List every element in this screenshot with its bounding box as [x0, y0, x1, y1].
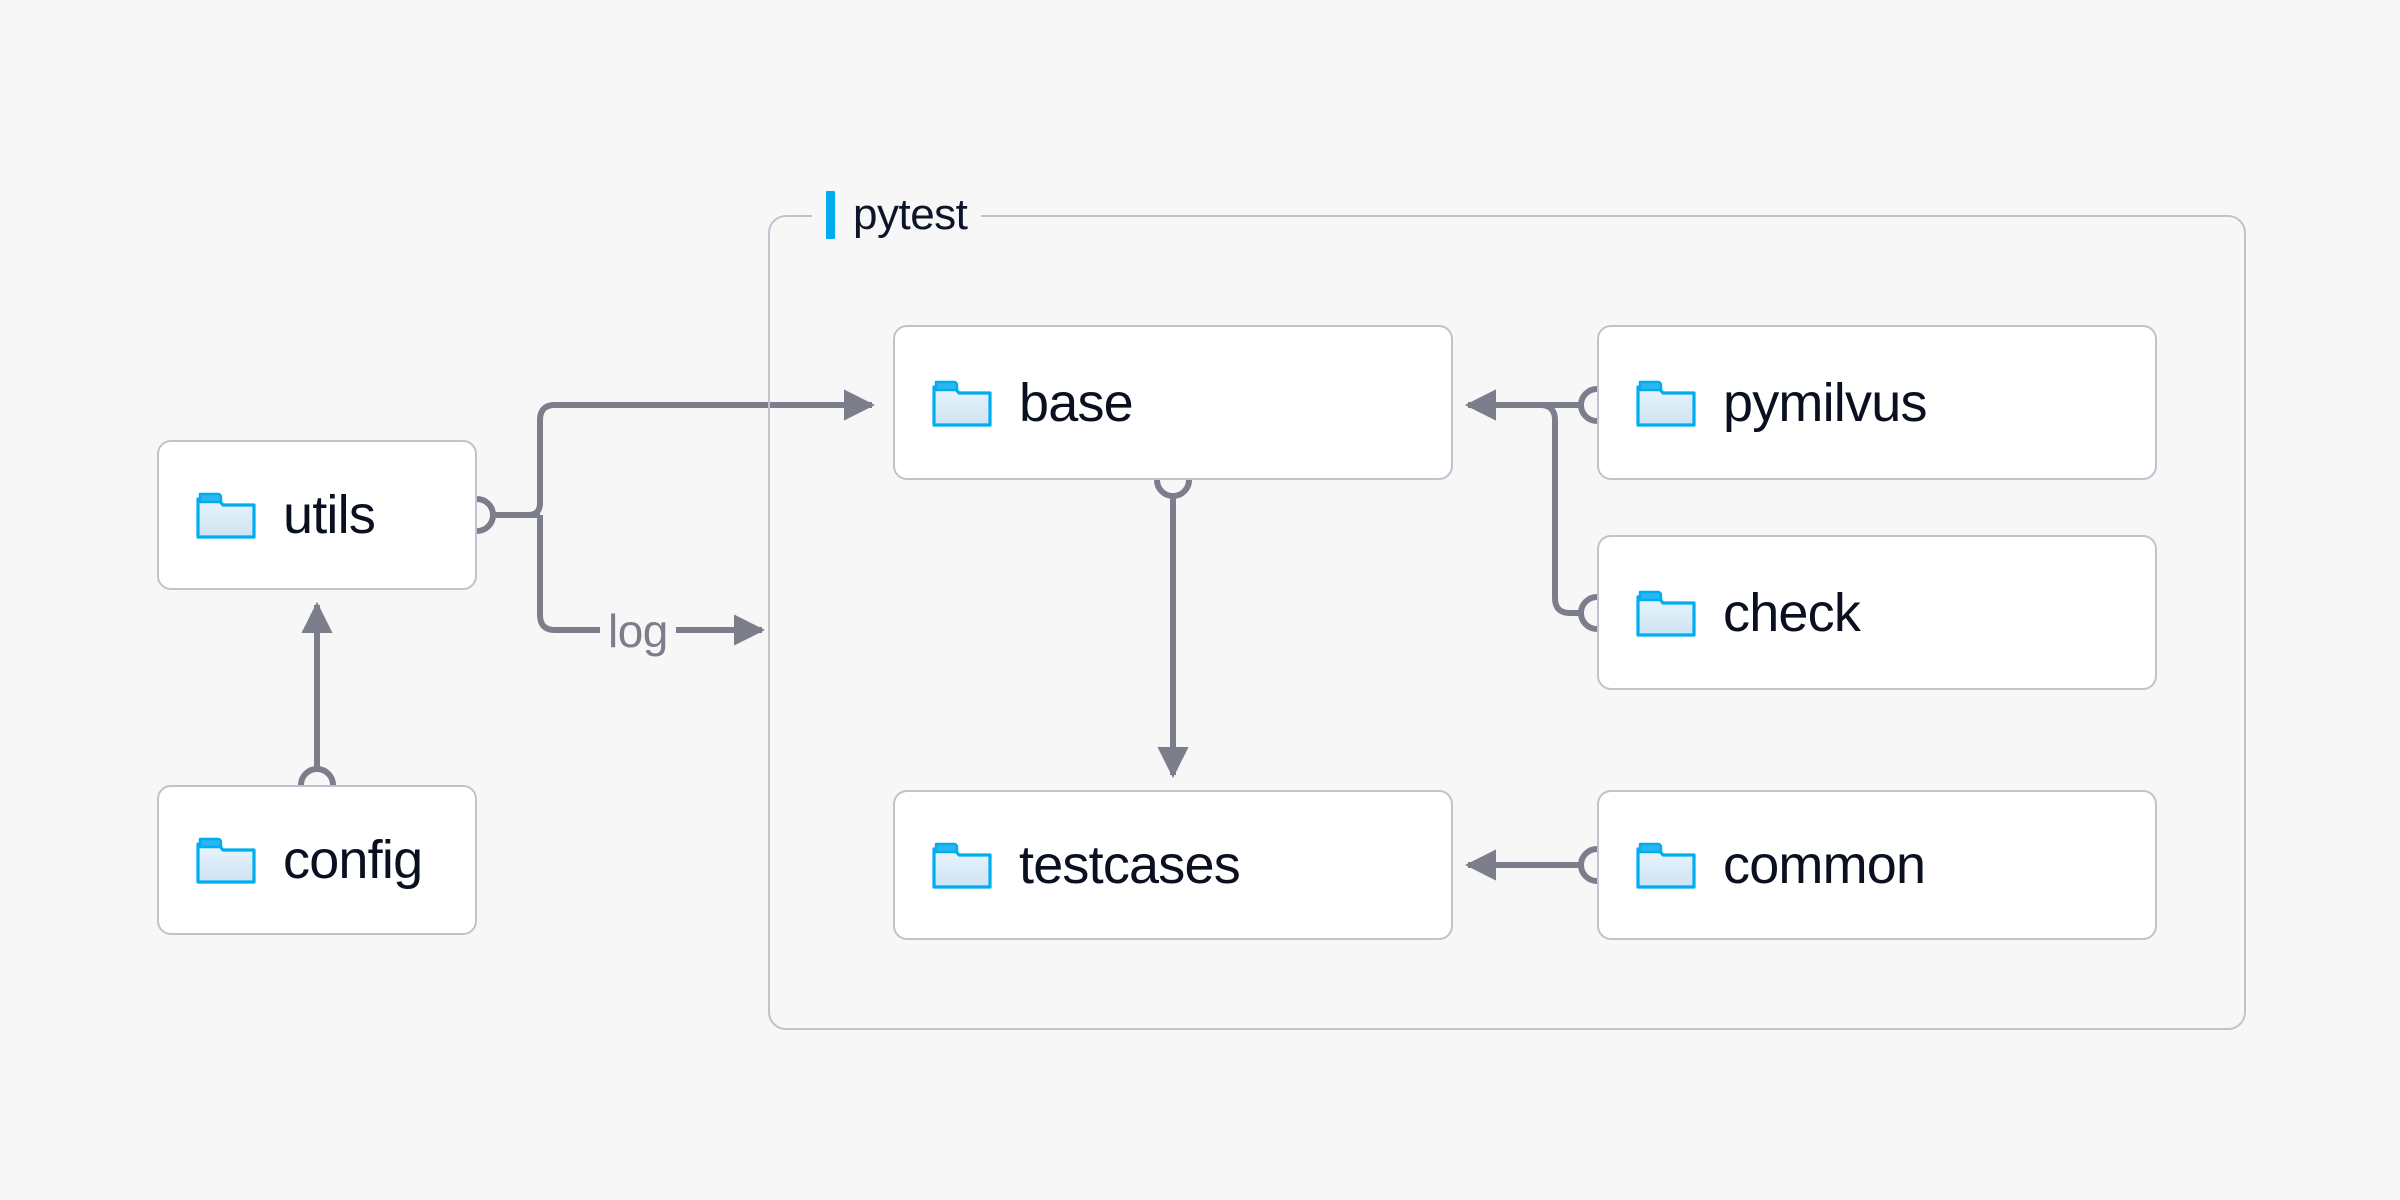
- folder-icon: [1636, 380, 1696, 427]
- edge-label-log: log: [600, 604, 676, 658]
- node-testcases-label: testcases: [1019, 835, 1241, 895]
- node-common[interactable]: common: [1597, 790, 2157, 940]
- node-testcases[interactable]: testcases: [893, 790, 1453, 940]
- group-pytest-label-text: pytest: [853, 190, 968, 239]
- node-pymilvus[interactable]: pymilvus: [1597, 325, 2157, 480]
- node-utils[interactable]: utils: [157, 440, 477, 590]
- folder-icon: [932, 380, 992, 427]
- node-check[interactable]: check: [1597, 535, 2157, 690]
- node-config[interactable]: config: [157, 785, 477, 935]
- node-base[interactable]: base: [893, 325, 1453, 480]
- node-pymilvus-label: pymilvus: [1723, 372, 1927, 433]
- folder-icon: [1636, 590, 1696, 637]
- accent-bar-icon: [826, 191, 835, 239]
- folder-icon: [196, 492, 256, 539]
- group-pytest-label: pytest: [812, 188, 982, 242]
- node-utils-label: utils: [283, 485, 376, 545]
- node-base-label: base: [1019, 372, 1134, 433]
- folder-icon: [932, 842, 992, 889]
- folder-icon: [196, 837, 256, 884]
- node-config-label: config: [283, 830, 423, 890]
- node-check-label: check: [1723, 582, 1861, 643]
- node-common-label: common: [1723, 835, 1926, 895]
- group-pytest[interactable]: [768, 215, 2246, 1030]
- edge-utils-log: [537, 515, 600, 633]
- folder-icon: [1636, 842, 1696, 889]
